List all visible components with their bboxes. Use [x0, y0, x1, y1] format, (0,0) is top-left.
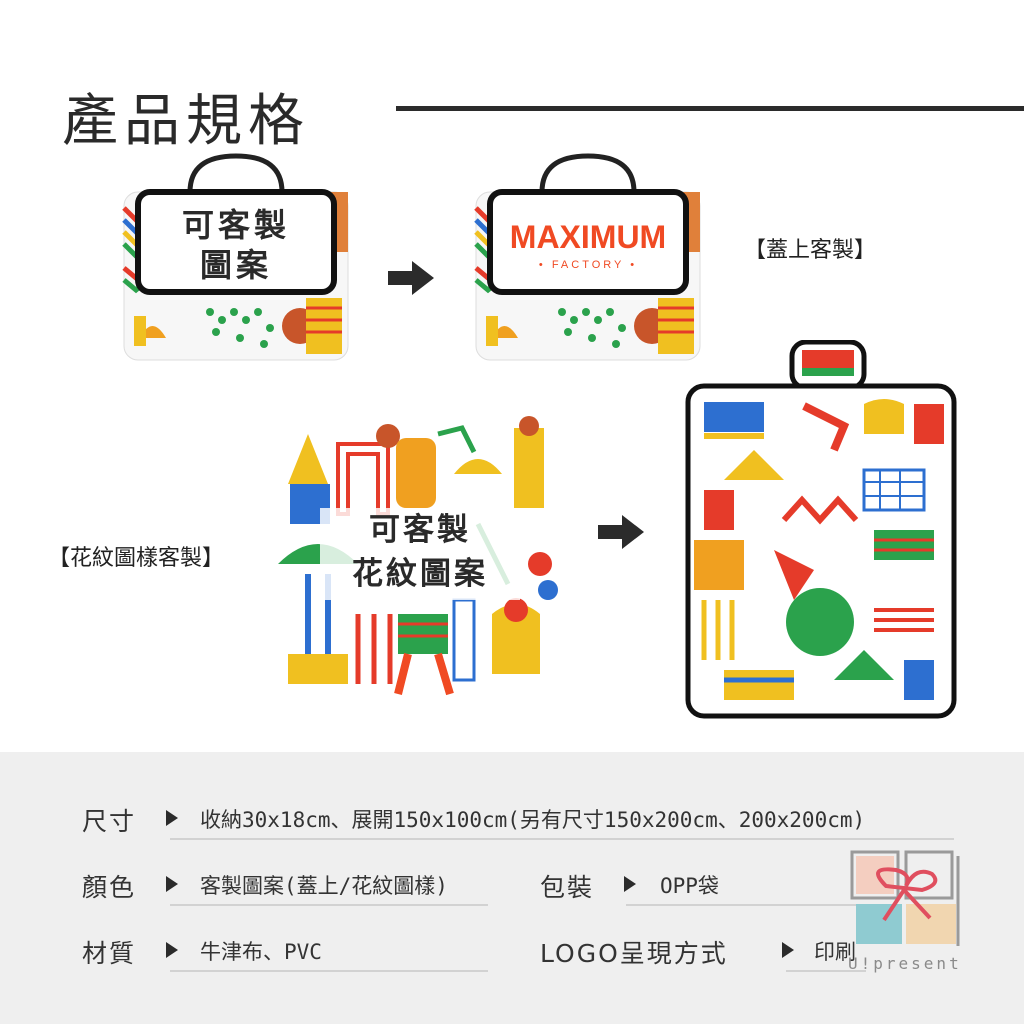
triangle-right-icon [166, 810, 178, 826]
size-value: 收納30x18cm、展開150x100cm(另有尺寸150x200cm、200x… [200, 808, 866, 832]
triangle-right-icon [166, 942, 178, 958]
bag-plain-line2: 圖案 [200, 246, 272, 284]
brand-name: U!present [848, 954, 962, 973]
unfolded-mat-image [685, 340, 957, 719]
size-label: 尺寸 [82, 807, 137, 836]
color-label: 顏色 [82, 873, 137, 902]
bag-plain-image: 可客製 圖案 [122, 153, 349, 361]
bag-plain-line1: 可客製 [182, 206, 290, 244]
pattern-caption-line2: 花紋圖案 [352, 556, 488, 592]
color-value: 客製圖案(蓋上/花紋圖樣) [200, 874, 448, 898]
spec-underline [170, 970, 488, 972]
pattern-caption-line1: 可客製 [369, 512, 471, 548]
logo-method-label: LOGO呈現方式 [540, 939, 728, 968]
package-label: 包裝 [540, 873, 595, 902]
spec-underline [786, 970, 866, 972]
title-divider [396, 106, 1024, 111]
triangle-right-icon [782, 942, 794, 958]
bag-logo-image: MAXIMUM • FACTORY • [474, 153, 701, 361]
page-title: 產品規格 [62, 89, 310, 154]
triangle-right-icon [166, 876, 178, 892]
spec-underline [170, 838, 954, 840]
spec-underline [170, 904, 488, 906]
spec-underline [626, 904, 866, 906]
logo-method-value: 印刷 [814, 940, 856, 964]
pattern-custom-note: 【花紋圖樣客製】 [48, 546, 225, 571]
material-value: 牛津布、PVC [200, 940, 322, 964]
bag-logo-sub: • FACTORY • [539, 259, 637, 271]
arrow-right-icon [598, 515, 644, 549]
cover-custom-note: 【蓋上客製】 [744, 238, 877, 263]
triangle-right-icon [624, 876, 636, 892]
package-value: OPP袋 [660, 874, 719, 898]
arrow-right-icon [388, 261, 434, 295]
material-label: 材質 [82, 939, 137, 968]
gift-box-logo-icon [850, 850, 960, 946]
bag-logo-brand: MAXIMUM [510, 219, 666, 255]
pattern-caption: 可客製 花紋圖案 [320, 508, 520, 600]
